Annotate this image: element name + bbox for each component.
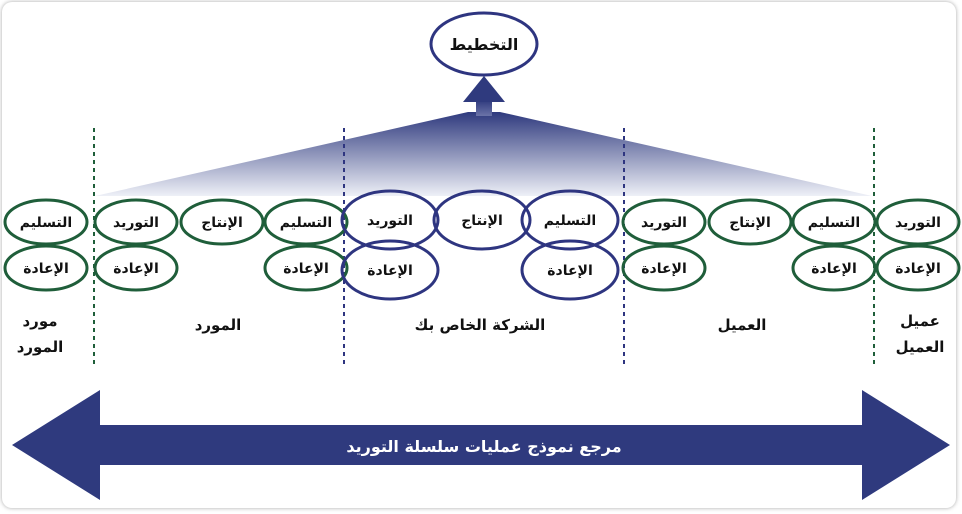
segment-label: العميل [896,338,945,356]
process-label: الإعادة [811,261,857,277]
scor-double-arrow [12,390,950,500]
process-ellipse-make[interactable] [179,198,265,246]
process-ellipse-source[interactable] [340,189,440,251]
process-label: التوريد [367,213,413,229]
process-label: التوريد [113,215,159,231]
process-ellipse-source[interactable] [93,198,179,246]
segment-label: المورد [195,316,242,334]
process-ellipse-make[interactable] [707,198,793,246]
process-label: التوريد [641,215,687,231]
process-label: التسليم [20,215,72,231]
process-ellipse-return-source[interactable] [875,244,961,292]
process-ellipse-return-source[interactable] [621,244,707,292]
process-label: الإعادة [641,261,687,277]
process-label: الإعادة [367,263,413,279]
process-ellipse-return-deliver[interactable] [520,239,620,301]
segment-label: العميل [718,316,767,334]
process-ellipse-source[interactable] [875,198,961,246]
process-label: التسليم [544,213,596,229]
process-label: الإعادة [23,261,69,277]
planning-label: التخطيط [450,35,519,54]
process-ellipse-deliver[interactable] [3,198,89,246]
process-label: التسليم [808,215,860,231]
process-ellipse-return-source[interactable] [93,244,179,292]
process-label: الإعادة [547,263,593,279]
process-label: الإعادة [113,261,159,277]
process-label: التسليم [280,215,332,231]
process-ellipse-make[interactable] [432,189,532,251]
process-label: الإعادة [895,261,941,277]
process-label: الإنتاج [729,215,771,231]
segment-label: عميل [900,312,940,330]
planning-ellipse[interactable] [429,11,539,77]
process-ellipse-return-deliver[interactable] [263,244,349,292]
process-label: التوريد [895,215,941,231]
process-label: الإنتاج [201,215,243,231]
planning-arrow-head [463,76,505,102]
process-ellipse-deliver[interactable] [263,198,349,246]
process-ellipse-source[interactable] [621,198,707,246]
process-label: الإنتاج [461,213,503,229]
segment-label: مورد [22,312,57,330]
process-ellipse-deliver[interactable] [520,189,620,251]
planning-fan [95,112,872,196]
planning-arrow-stem [476,100,492,116]
process-ellipse-return-deliver[interactable] [791,244,877,292]
segment-label: المورد [17,338,64,356]
process-label: الإعادة [283,261,329,277]
process-ellipse-return-deliver[interactable] [3,244,89,292]
scor-arrow-label: مرجع نموذج عمليات سلسلة التوريد [346,437,621,456]
process-ellipse-return-source[interactable] [340,239,440,301]
process-ellipse-deliver[interactable] [791,198,877,246]
segment-label: الشركة الخاص بك [415,316,546,334]
